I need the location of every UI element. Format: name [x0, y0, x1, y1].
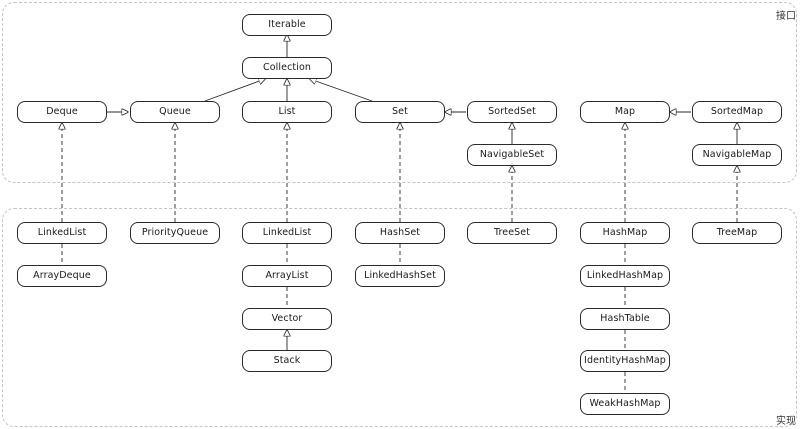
node-hashtable: HashTable [580, 308, 670, 330]
implementation-region [2, 208, 797, 427]
node-iterable: Iterable [242, 14, 332, 36]
edge-queue-collection [204, 79, 265, 102]
implementation-region-label: 实现 [776, 416, 796, 427]
node-hashmap: HashMap [580, 222, 670, 244]
node-identityhashmap: IdentityHashMap [580, 350, 670, 372]
node-linkedlist-list: LinkedList [242, 222, 332, 244]
node-deque: Deque [17, 101, 107, 123]
node-treemap: TreeMap [692, 222, 782, 244]
node-stack: Stack [242, 350, 332, 372]
node-sortedset: SortedSet [467, 101, 557, 123]
node-queue: Queue [130, 101, 220, 123]
node-navigableset: NavigableSet [467, 144, 557, 166]
node-navigablemap: NavigableMap [692, 144, 782, 166]
edge-set-collection [310, 79, 373, 102]
node-vector: Vector [242, 308, 332, 330]
node-sortedmap: SortedMap [692, 101, 782, 123]
node-treeset: TreeSet [467, 222, 557, 244]
node-linkedhashmap: LinkedHashMap [580, 265, 670, 287]
node-map: Map [580, 101, 670, 123]
node-hashset: HashSet [355, 222, 445, 244]
interface-region [2, 2, 797, 183]
node-priorityqueue: PriorityQueue [130, 222, 220, 244]
node-weakhashmap: WeakHashMap [580, 393, 670, 415]
node-linkedlist-deque: LinkedList [17, 222, 107, 244]
node-arraylist: ArrayList [242, 265, 332, 287]
node-linkedhashset: LinkedHashSet [355, 265, 445, 287]
node-collection: Collection [242, 57, 332, 79]
interface-region-label: 接口 [776, 11, 796, 22]
node-arraydeque: ArrayDeque [17, 265, 107, 287]
node-list: List [242, 101, 332, 123]
node-set: Set [355, 101, 445, 123]
